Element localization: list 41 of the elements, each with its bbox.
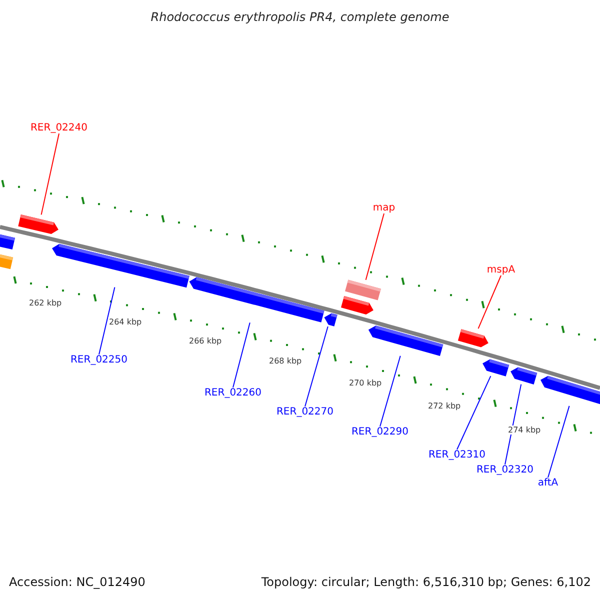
footer-note: Accession: NC_012490: [9, 575, 146, 589]
gene-feature: [538, 374, 600, 406]
leader-line: [548, 405, 570, 478]
gene-feature: [458, 328, 490, 348]
gene-feature: [480, 357, 510, 376]
leader-line: [380, 355, 401, 427]
scale-label: 272 kbp: [427, 402, 462, 410]
gene-label: map: [372, 202, 396, 214]
scale-label: 264 kbp: [108, 318, 143, 326]
gene-feature: [322, 312, 338, 326]
gene-label: RER_02240: [30, 122, 88, 134]
gene-feature: [188, 276, 324, 323]
leader-line: [304, 326, 328, 407]
gene-feature: [18, 214, 60, 236]
scale-label: 266 kbp: [188, 336, 223, 346]
scale-label: 274 kbp: [507, 426, 542, 434]
map-title: Rhodococcus erythropolis PR4, complete genome: [150, 10, 450, 24]
gene-feature: [340, 296, 376, 316]
gene-feature: [50, 242, 190, 288]
leader-line: [478, 275, 502, 330]
footer-note: Topology: circular; Length: 6,516,310 bp; Genes: 6,102: [261, 575, 591, 589]
scale-label: 268 kbp: [268, 356, 303, 366]
gene-label: RER_02290: [351, 426, 409, 438]
scale-label: 262 kbp: [28, 298, 63, 308]
leader-line: [456, 376, 492, 450]
gene-label: RER_02320: [476, 464, 534, 476]
gene-feature: [366, 324, 444, 356]
leader-line: [504, 384, 522, 465]
gene-label: RER_02260: [204, 388, 262, 398]
leader-line: [98, 286, 116, 355]
gene-label: mspA: [486, 264, 516, 276]
gene-feature: [508, 365, 538, 384]
gene-label: RER_02250: [70, 354, 128, 366]
gene-label: aftA: [538, 478, 558, 488]
gene-bar: [345, 280, 381, 300]
leader-line: [365, 213, 384, 280]
leader-line: [232, 322, 250, 388]
gene-label: RER_02270: [276, 406, 334, 418]
scale-label: 270 kbp: [348, 378, 383, 388]
gene-label: RER_02310: [428, 450, 486, 460]
leader-line: [40, 133, 60, 216]
